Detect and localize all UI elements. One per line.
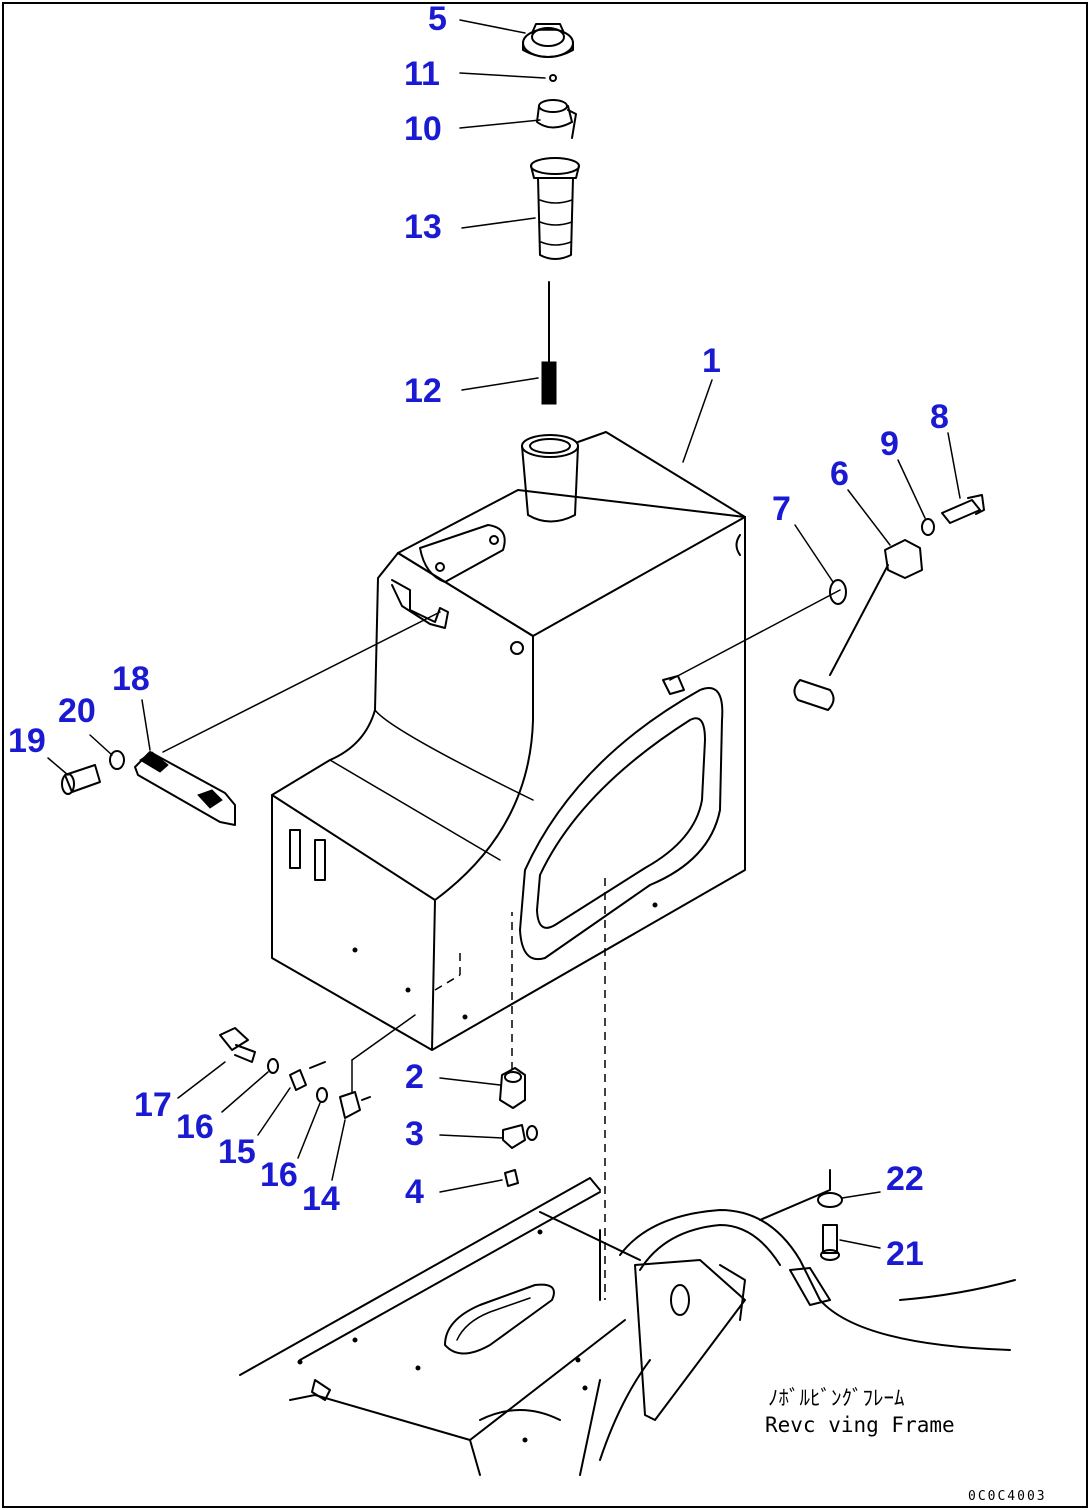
- callout-17: 17: [134, 1086, 172, 1124]
- callout-12: 12: [404, 372, 442, 410]
- bolt-part-19: [61, 764, 101, 795]
- callout-4: 4: [405, 1173, 424, 1211]
- small-ball-part-11: [549, 74, 557, 82]
- callout-11: 11: [404, 55, 440, 93]
- callout-18: 18: [112, 660, 150, 698]
- callout-10: 10: [404, 110, 442, 148]
- callout-13: 13: [404, 208, 442, 246]
- callout-19: 19: [8, 722, 46, 760]
- revolving-frame-label-english: Revc ving Frame: [765, 1413, 955, 1437]
- plug-part-4: [504, 1169, 519, 1187]
- washer-part-16-lower: [316, 1087, 328, 1103]
- strainer-part-13: [530, 157, 580, 260]
- elbow-part-3: [502, 1124, 538, 1149]
- callout-22: 22: [886, 1160, 924, 1198]
- hose-fitting-part-17: [219, 1027, 256, 1063]
- callout-8: 8: [930, 398, 949, 436]
- revolving-frame: [239, 1169, 1016, 1476]
- valve-part-14: [339, 1091, 371, 1119]
- callout-16-upper: 16: [176, 1108, 214, 1146]
- callout-5: 5: [428, 0, 447, 38]
- valve-part-2: [499, 1067, 526, 1109]
- callout-3: 3: [405, 1115, 424, 1153]
- callout-7: 7: [772, 490, 791, 528]
- washer-part-20: [109, 750, 125, 770]
- callout-16-lower: 16: [260, 1156, 298, 1194]
- washer-part-16-upper: [267, 1058, 279, 1074]
- callout-1: 1: [702, 342, 721, 380]
- ring-part-10: [536, 99, 577, 139]
- joint-part-15: [289, 1061, 326, 1091]
- packing-part-7: [829, 579, 847, 605]
- callout-labels: 5 11 10 13 12 1 8 9 6 7 18 20 19 2 3 4 1…: [8, 0, 949, 1273]
- tank-cap-part-5: [522, 23, 574, 58]
- washer-part-22: [817, 1192, 843, 1208]
- bracket-part-18: [134, 751, 236, 826]
- gauge-stick-part-12: [541, 281, 557, 405]
- callout-14: 14: [302, 1180, 340, 1218]
- callout-20: 20: [58, 692, 96, 730]
- drawing-code: 0C0C4003: [968, 1489, 1047, 1504]
- callout-9: 9: [880, 425, 899, 463]
- callout-21: 21: [886, 1235, 924, 1273]
- callout-15: 15: [218, 1133, 256, 1171]
- revolving-frame-label-japanese: ﾉﾎﾞﾙﾋﾞﾝｸﾞﾌﾚｰﾑ: [768, 1386, 905, 1410]
- level-gauge-part-6: [793, 539, 923, 711]
- leader-lines: [47, 19, 961, 1300]
- bolt-part-21: [820, 1224, 840, 1261]
- bolt-part-8: [941, 494, 985, 524]
- washer-part-9: [921, 518, 935, 536]
- callout-6: 6: [830, 455, 849, 493]
- callout-2: 2: [405, 1058, 424, 1096]
- fuel-tank-part-1: [271, 431, 746, 1051]
